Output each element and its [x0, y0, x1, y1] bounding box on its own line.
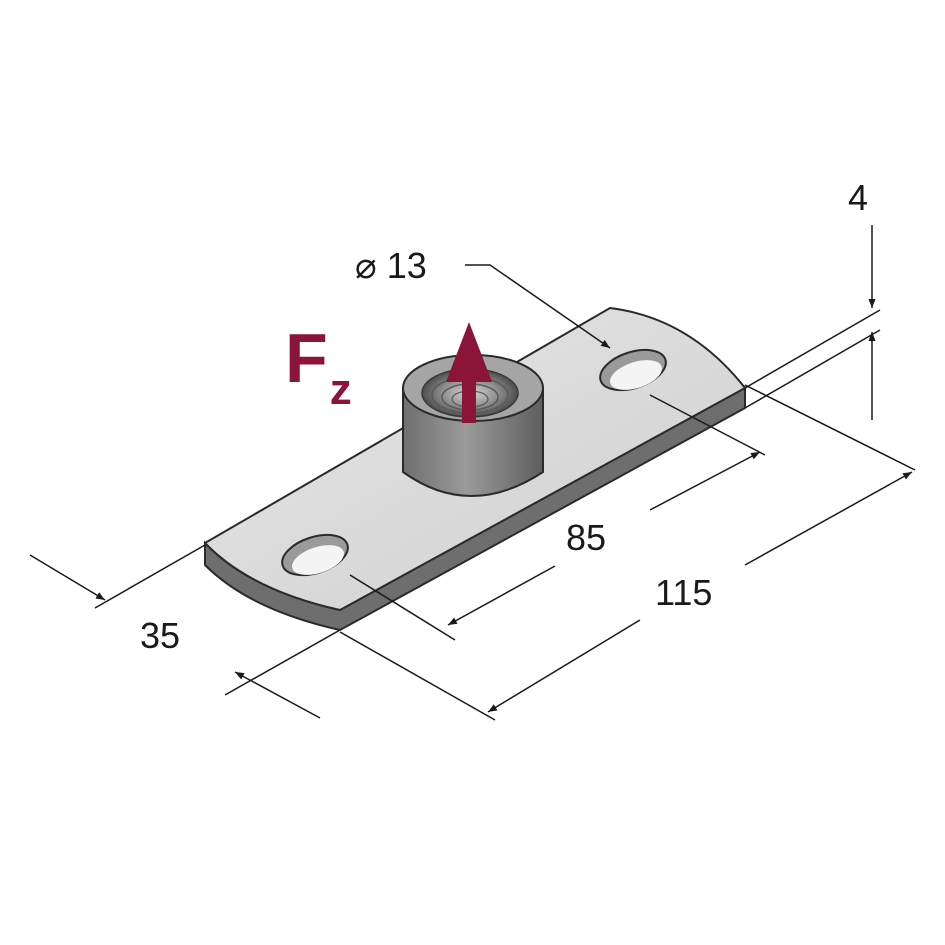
width-dimension [29, 544, 341, 719]
diameter-label: ⌀13 [355, 245, 427, 286]
force-label: Fz [285, 319, 352, 414]
thickness-dimension [744, 225, 881, 420]
left-mounting-hole [281, 533, 349, 577]
hole-spacing-label: 85 [566, 517, 606, 558]
right-mounting-hole [599, 348, 667, 392]
thickness-label: 4 [848, 177, 868, 218]
force-arrow [446, 322, 492, 423]
width-label: 35 [140, 615, 180, 656]
hole-spacing-dimension [349, 394, 766, 641]
length-label: 115 [655, 572, 712, 613]
length-dimension [339, 384, 916, 721]
diameter-leader [465, 264, 611, 349]
